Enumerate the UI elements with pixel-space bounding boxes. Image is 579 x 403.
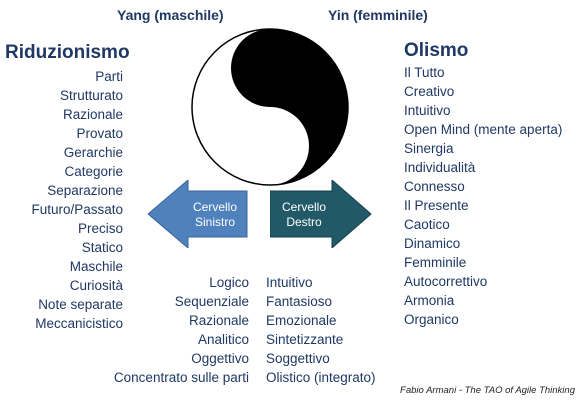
list-item: Provato [76,126,123,141]
list-item: Creativo [404,84,455,99]
list-item: Concentrato sulle parti [113,370,249,385]
list-item: Open Mind (mente aperta) [404,122,563,137]
list-item: Curiosità [69,278,123,293]
list-item: Categorie [64,164,123,179]
list-item: Il Tutto [404,65,445,80]
left-list: Parti Strutturato Razionale Provato Gera… [31,67,123,333]
list-item: Emozionale [266,313,337,328]
right-list: Il Tutto Creativo Intuitivo Open Mind (m… [404,63,562,329]
list-item: Statico [81,240,123,255]
list-item: Soggettivo [266,351,330,366]
list-item: Fantasioso [266,294,333,309]
list-item: Note separate [38,297,123,312]
list-item: Sequenziale [174,294,249,309]
left-brain-arrow [148,180,248,248]
left-brain-line2: Sinistro [194,215,235,229]
list-item: Olistico (integrato) [266,370,376,385]
list-item: Maschile [69,259,123,274]
right-brain-line2: Destro [286,215,322,229]
center-right-list: Intuitivo Fantasioso Emozionale Sintetiz… [266,273,376,387]
yin-label: Yin (femminile) [328,7,428,23]
right-brain-arrow [270,180,372,248]
yang-label: Yang (maschile) [117,7,224,23]
right-brain-line1: Cervello [281,200,326,214]
list-item: Il Presente [404,198,469,213]
list-item: Meccanicistico [35,316,123,331]
list-item: Intuitivo [266,275,313,290]
list-item: Razionale [188,313,249,328]
list-item: Intuitivo [404,103,451,118]
list-item: Caotico [404,217,450,232]
list-item: Strutturato [59,88,123,103]
left-title: Riduzionismo [5,42,130,63]
yin-yang-icon [191,28,349,186]
list-item: Dinamico [404,236,461,251]
list-item: Oggettivo [191,351,249,366]
list-item: Autocorrettivo [404,274,488,289]
right-brain-label: Cervello Destro [275,200,333,230]
list-item: Parti [95,69,123,84]
list-item: Preciso [77,221,123,236]
list-item: Armonia [404,293,455,308]
list-item: Analitico [197,332,249,347]
list-item: Organico [404,312,459,327]
list-item: Connesso [404,179,465,194]
list-item: Futuro/Passato [31,202,123,217]
right-title: Olismo [404,40,469,61]
left-brain-label: Cervello Sinistro [186,200,244,230]
list-item: Gerarchie [63,145,123,160]
list-item: Razionale [62,107,123,122]
list-item: Logico [209,275,249,290]
list-item: Sintetizzante [266,332,344,347]
center-left-list: Logico Sequenziale Razionale Analitico O… [114,273,249,387]
credit-text: Fabio Armani - The TAO of Agile Thinking [400,385,575,396]
list-item: Individualità [404,160,476,175]
left-brain-line1: Cervello [192,200,237,214]
list-item: Sinergia [404,141,454,156]
list-item: Separazione [47,183,123,198]
list-item: Femminile [404,255,467,270]
